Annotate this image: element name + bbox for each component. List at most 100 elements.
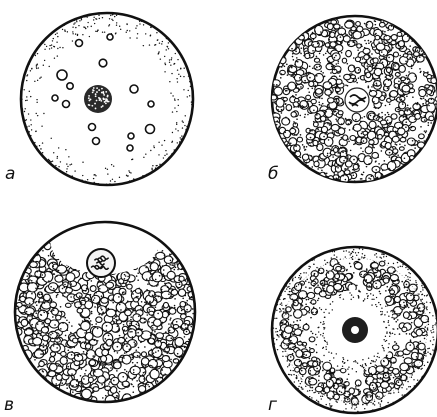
stipple-dot	[299, 79, 301, 81]
stipple-dot	[282, 314, 283, 315]
stipple-dot	[64, 292, 66, 294]
stipple-dot	[353, 66, 355, 68]
stipple-dot	[135, 28, 136, 29]
stipple-dot	[66, 168, 67, 169]
stipple-dot	[145, 33, 146, 34]
stipple-dot	[176, 78, 177, 79]
stipple-dot	[144, 321, 146, 323]
stipple-dot	[321, 272, 323, 274]
stipple-dot	[79, 367, 81, 369]
stipple-dot	[364, 257, 365, 258]
stipple-dot	[312, 390, 313, 391]
stipple-dot	[376, 378, 378, 380]
stipple-dot	[179, 141, 180, 142]
stipple-dot	[360, 365, 361, 366]
stipple-dot	[327, 155, 329, 157]
stipple-dot	[295, 51, 297, 53]
stipple-dot	[417, 380, 418, 381]
stipple-dot	[367, 298, 368, 299]
stipple-dot	[298, 104, 300, 106]
stipple-dot	[380, 377, 382, 379]
stipple-dot	[185, 115, 186, 116]
stipple-dot	[185, 311, 187, 313]
stipple-dot	[91, 367, 93, 369]
stipple-dot	[410, 366, 412, 368]
stipple-dot	[320, 31, 322, 33]
stipple-dot	[325, 309, 326, 310]
stipple-dot	[311, 33, 313, 35]
stipple-dot	[136, 296, 138, 298]
stipple-dot	[373, 261, 375, 263]
yolk-granule	[110, 387, 116, 394]
stipple-dot	[336, 63, 338, 65]
stipple-dot	[374, 116, 376, 118]
stipple-dot	[169, 253, 171, 255]
stipple-dot	[299, 361, 301, 363]
stipple-dot	[26, 100, 27, 101]
stipple-dot	[363, 367, 364, 368]
yolk-granule	[274, 87, 282, 95]
stipple-dot	[79, 296, 81, 298]
stipple-dot	[327, 123, 329, 125]
stipple-dot	[364, 408, 365, 409]
stipple-dot	[36, 99, 37, 100]
stipple-dot	[329, 124, 331, 126]
stipple-dot	[66, 171, 67, 172]
stipple-dot	[83, 351, 85, 353]
stipple-dot	[300, 278, 301, 279]
stipple-dot	[177, 353, 179, 355]
yolk-granule	[288, 42, 297, 51]
stipple-dot	[395, 87, 397, 89]
stipple-dot	[145, 365, 147, 367]
stipple-dot	[25, 329, 27, 331]
stipple-dot	[345, 118, 347, 120]
stipple-dot	[49, 48, 50, 49]
stipple-dot	[57, 157, 58, 158]
stipple-dot	[346, 269, 348, 271]
stipple-dot	[304, 114, 306, 116]
stipple-dot	[151, 315, 153, 317]
stipple-dot	[154, 257, 156, 259]
stipple-dot	[323, 136, 325, 138]
stipple-dot	[127, 175, 128, 176]
stipple-dot	[107, 169, 108, 170]
stipple-dot	[61, 264, 63, 266]
stipple-dot	[138, 347, 140, 349]
stipple-dot	[424, 130, 426, 132]
stipple-dot	[409, 58, 411, 60]
stipple-dot	[411, 111, 413, 113]
nucleus-speck	[88, 97, 90, 99]
stipple-dot	[169, 59, 170, 60]
stipple-dot	[381, 313, 382, 314]
stipple-dot	[67, 166, 68, 167]
stipple-dot	[400, 376, 402, 378]
stipple-dot	[412, 367, 414, 369]
stipple-dot	[151, 168, 152, 169]
stipple-dot	[30, 70, 31, 71]
stipple-dot	[322, 382, 324, 384]
stipple-dot	[305, 163, 307, 165]
stipple-dot	[314, 91, 316, 93]
stipple-dot	[343, 363, 344, 364]
stipple-dot	[171, 59, 172, 60]
yolk-granule	[166, 335, 173, 340]
stipple-dot	[368, 42, 370, 44]
stipple-dot	[122, 337, 124, 339]
stipple-dot	[276, 318, 277, 319]
stipple-dot	[429, 312, 430, 313]
stipple-dot	[390, 374, 392, 376]
stipple-dot	[292, 53, 294, 55]
stipple-dot	[168, 293, 170, 295]
yolk-granule	[399, 147, 404, 151]
stipple-dot	[80, 278, 82, 280]
stipple-dot	[370, 157, 372, 159]
yolk-granule	[421, 315, 429, 322]
stipple-dot	[292, 278, 293, 279]
stipple-dot	[292, 353, 294, 355]
stipple-dot	[171, 73, 172, 74]
stipple-dot	[298, 106, 300, 108]
stipple-dot	[164, 373, 166, 375]
stipple-dot	[376, 118, 378, 120]
stipple-dot	[386, 256, 387, 257]
stipple-dot	[350, 266, 352, 268]
